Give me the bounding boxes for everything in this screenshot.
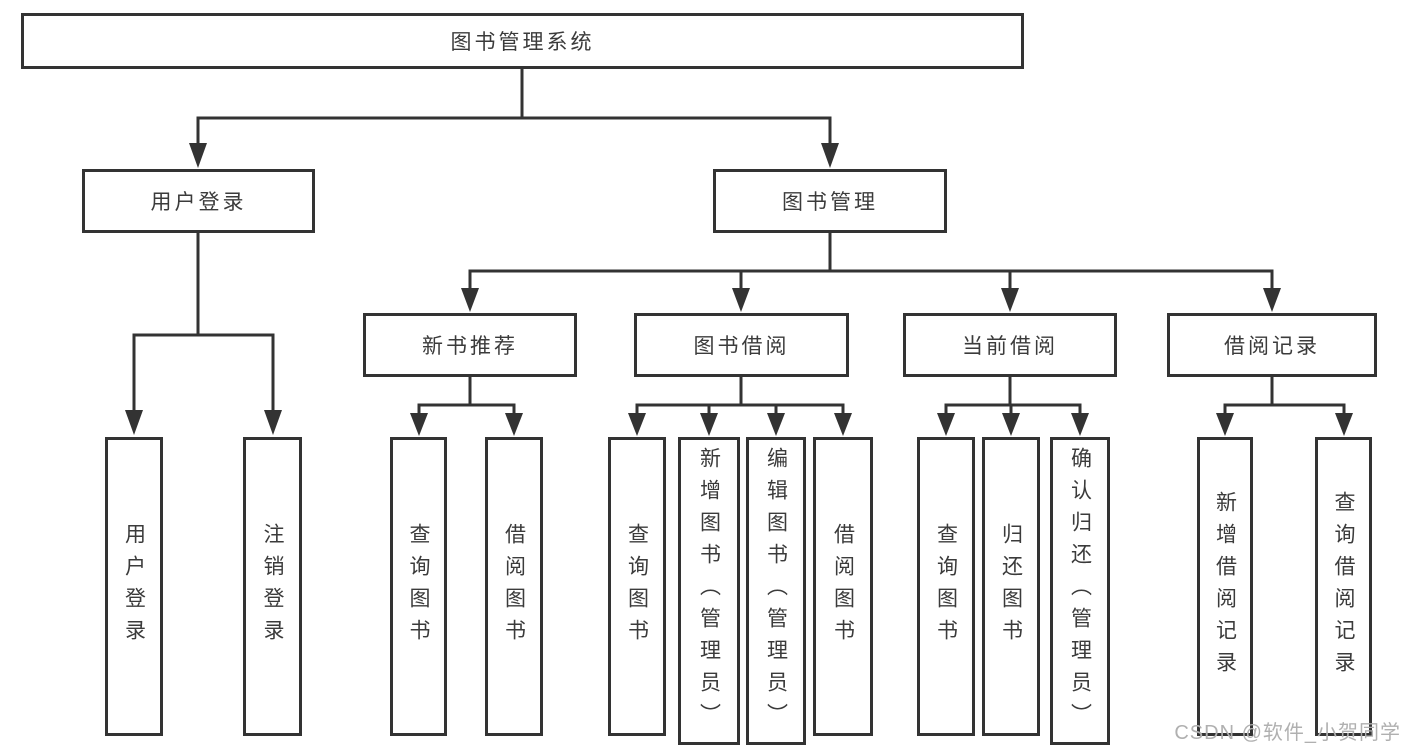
connector-current-borrow-to-leaves: [937, 375, 1089, 436]
arrowhead: [410, 413, 428, 436]
node-label: 查询图书: [407, 522, 430, 651]
node-book-management: 图书管理: [713, 169, 947, 233]
arrowhead: [189, 143, 207, 168]
arrowhead: [1263, 288, 1281, 312]
node-user-login: 用户登录: [82, 169, 315, 233]
node-label: 当前借阅: [962, 335, 1058, 358]
node-borrowing-records: 借阅记录: [1167, 313, 1377, 377]
leaf-borrow-books: 借阅图书: [813, 437, 873, 736]
node-label: 查询借阅记录: [1332, 490, 1355, 683]
arrowhead: [461, 288, 479, 312]
leaf-query-books-borrowing: 查询图书: [608, 437, 666, 736]
leaf-logout: 注销登录: [243, 437, 302, 736]
node-label: 确认归还（管理员）: [1068, 447, 1092, 735]
node-label: 图书管理系统: [450, 31, 595, 54]
node-label: 新增图书（管理员）: [697, 447, 721, 735]
csdn-watermark: CSDN @软件_小贺同学: [1174, 722, 1401, 744]
arrowhead: [767, 413, 785, 436]
arrowhead: [700, 413, 718, 436]
node-label: 归还图书: [999, 522, 1023, 651]
arrowhead: [834, 413, 852, 436]
node-label: 查询图书: [625, 522, 649, 651]
leaf-add-book-admin: 新增图书（管理员）: [678, 437, 740, 745]
arrowhead: [821, 143, 839, 168]
node-label: 图书管理: [782, 191, 878, 214]
leaf-user-login: 用户登录: [105, 437, 163, 736]
node-label: 借阅记录: [1224, 335, 1320, 358]
arrowhead: [937, 413, 955, 436]
leaf-return-books: 归还图书: [982, 437, 1040, 736]
node-label: 新增借阅记录: [1213, 490, 1237, 683]
leaf-query-books-current: 查询图书: [917, 437, 975, 736]
arrowhead: [732, 288, 750, 312]
leaf-edit-book-admin: 编辑图书（管理员）: [746, 437, 806, 745]
node-label: 新书推荐: [422, 335, 518, 358]
node-library-management-system: 图书管理系统: [21, 13, 1024, 69]
connector-borrow-record-to-leaves: [1216, 375, 1353, 436]
connector-book-mgmt-to-level2: [461, 231, 1281, 312]
node-new-book-recommendation: 新书推荐: [363, 313, 577, 377]
connector-new-rec-to-leaves: [410, 375, 523, 436]
leaf-query-books-recommendation: 查询图书: [390, 437, 447, 736]
node-label: 编辑图书（管理员）: [764, 447, 788, 735]
leaf-add-borrowing-record: 新增借阅记录: [1197, 437, 1253, 736]
connector-user-login-to-leaves: [125, 231, 282, 435]
node-label: 用户登录: [150, 191, 247, 214]
node-label: 借阅图书: [831, 522, 855, 651]
arrowhead: [264, 410, 282, 435]
leaf-borrow-books-recommendation: 借阅图书: [485, 437, 543, 736]
arrowhead: [1001, 288, 1019, 312]
node-current-borrowing: 当前借阅: [903, 313, 1117, 377]
arrowhead: [1071, 413, 1089, 436]
arrowhead: [1002, 413, 1020, 436]
node-label: 注销登录: [261, 522, 284, 651]
arrowhead: [125, 410, 143, 435]
node-label: 用户登录: [122, 522, 146, 651]
connector-book-borrow-to-leaves: [628, 375, 852, 436]
node-label: 查询图书: [934, 522, 958, 651]
arrowhead: [628, 413, 646, 436]
arrowhead: [505, 413, 523, 436]
node-label: 借阅图书: [502, 522, 526, 651]
leaf-confirm-return-admin: 确认归还（管理员）: [1050, 437, 1110, 745]
arrowhead: [1216, 413, 1234, 436]
connector-root-to-level1: [189, 67, 839, 168]
node-book-borrowing: 图书借阅: [634, 313, 849, 377]
node-label: 图书借阅: [693, 335, 790, 358]
arrowhead: [1335, 413, 1353, 436]
leaf-query-borrowing-record: 查询借阅记录: [1315, 437, 1372, 736]
